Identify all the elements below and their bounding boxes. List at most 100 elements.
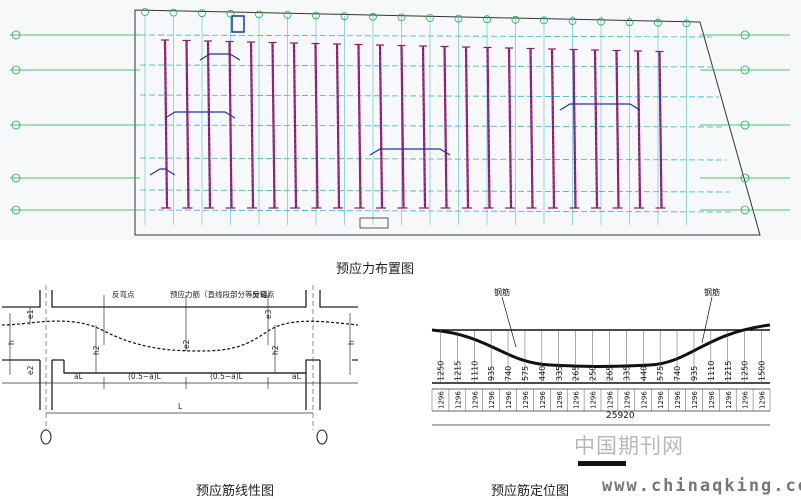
tendon-line <box>314 43 319 209</box>
profile-height-label: h2 <box>92 345 101 355</box>
height-value: 440 <box>639 366 648 381</box>
height-value: 935 <box>487 366 496 381</box>
height-value: 1500 <box>758 361 767 381</box>
profile-dim-label: L <box>178 402 183 411</box>
spacing-value: 1296 <box>505 391 513 409</box>
spacing-value: 1296 <box>657 391 665 409</box>
axis-bubble <box>11 30 21 40</box>
tendon-line <box>292 42 298 209</box>
prestress-layout-plan <box>0 0 801 240</box>
tendon-line <box>615 50 620 209</box>
height-value: 1250 <box>741 361 750 381</box>
tendon-line <box>593 49 599 209</box>
height-value: 1250 <box>436 361 445 381</box>
tendon-curve <box>431 323 771 368</box>
axis-bubble <box>740 65 750 75</box>
height-value: 265 <box>605 366 614 381</box>
plan-grid-line <box>139 34 712 38</box>
tendon-line <box>465 46 469 209</box>
height-value: 1110 <box>470 361 479 381</box>
spacing-value: 1296 <box>674 391 682 409</box>
axis-bubble <box>11 205 21 215</box>
tendon-line <box>185 40 190 209</box>
plan-opening <box>231 15 245 33</box>
tendon-line <box>401 45 404 209</box>
tendon-line <box>336 43 340 209</box>
height-value: 935 <box>690 366 699 381</box>
height-value: 575 <box>656 366 665 381</box>
spacing-value: 1296 <box>454 391 462 409</box>
tendon-line <box>551 48 555 209</box>
plan-opening <box>359 217 389 229</box>
spacing-value: 1296 <box>640 391 648 409</box>
watermark-bar <box>578 461 626 466</box>
axis-bubble <box>169 8 178 17</box>
plan-caption: 预应力布置图 <box>335 262 414 277</box>
spacing-value: 1296 <box>471 391 479 409</box>
plan-drawing <box>10 8 790 236</box>
axis-bubble <box>141 8 149 16</box>
position-total-label: 25920 <box>606 411 635 421</box>
plan-grid-line <box>139 124 723 128</box>
profile-dim-label: aL <box>74 372 84 381</box>
plan-outline <box>134 9 761 236</box>
spacing-value: 1296 <box>759 391 767 409</box>
spacing-value: 1296 <box>623 391 631 409</box>
tendon-position-diagram: 钢筋 钢筋 25920 1250 1296 1215 1296 1110 1296 935 1… <box>420 285 801 480</box>
profile-height-label: h2 <box>271 345 280 355</box>
height-value: 1215 <box>724 361 733 381</box>
tendon-line <box>358 44 361 209</box>
height-value: 1110 <box>707 361 716 381</box>
profile-height-label: e1 <box>26 309 35 319</box>
position-left-label: 钢筋 <box>494 287 510 297</box>
spacing-value: 1296 <box>590 391 598 409</box>
spacing-value: 1296 <box>539 391 547 409</box>
tendon-line <box>164 39 168 209</box>
plan-grid-line <box>139 209 733 213</box>
profile-center-label: 预应力筋（直线段部分等分锚） <box>170 289 275 299</box>
height-value: 250 <box>589 366 598 381</box>
tendon-line <box>508 47 512 209</box>
height-value: 265 <box>572 366 581 381</box>
tendon-line <box>335 43 341 209</box>
profile-caption: 预应筋线性图 <box>195 484 274 499</box>
plan-grid-line <box>139 157 727 161</box>
tendon-line <box>572 49 577 209</box>
tendon-line <box>616 50 619 209</box>
alt-tendon <box>164 111 236 119</box>
profile-dim-label: aL <box>292 372 302 381</box>
plan-grid-line <box>139 64 716 68</box>
height-value: 1215 <box>453 361 462 381</box>
spacing-value: 1296 <box>556 391 564 409</box>
spacing-value: 1296 <box>573 391 581 409</box>
tendon-line <box>206 40 212 209</box>
tendon-profile-diagram: 反弯点 预应力筋（直线段部分等分锚） 反弯点 aL (0.5−a)L (0.5−… <box>0 285 360 480</box>
alt-tendon <box>559 103 641 111</box>
tendon-line <box>444 46 447 209</box>
plan-grid-line <box>139 94 720 98</box>
position-right-label: 钢筋 <box>704 287 720 297</box>
tendon-line <box>487 47 490 209</box>
tendon-line <box>637 50 641 209</box>
height-value: 335 <box>555 366 564 381</box>
leader-line <box>701 296 713 344</box>
profile-right-label: 反弯点 <box>252 289 275 299</box>
spacing-value: 1296 <box>488 391 496 409</box>
axis-bubble <box>11 120 21 130</box>
profile-dim-label: (0.5−a)L <box>210 372 244 381</box>
profile-height-label: h <box>347 340 356 345</box>
position-caption: 预应筋定位图 <box>490 484 569 499</box>
profile-height-label: h <box>7 340 16 345</box>
height-value: 440 <box>538 366 547 381</box>
alt-tendon <box>149 168 176 176</box>
alt-tendon <box>369 148 451 156</box>
alt-tendon <box>199 53 241 61</box>
axis-bubble <box>198 9 206 18</box>
axis-bubble <box>11 173 21 183</box>
spacing-value: 1296 <box>691 391 699 409</box>
spacing-value: 1296 <box>437 391 445 409</box>
height-value: 575 <box>521 366 530 381</box>
spacing-value: 1296 <box>522 391 530 409</box>
watermark-url: www.chinaqking.com <box>602 476 801 496</box>
tendon-line <box>530 48 533 209</box>
